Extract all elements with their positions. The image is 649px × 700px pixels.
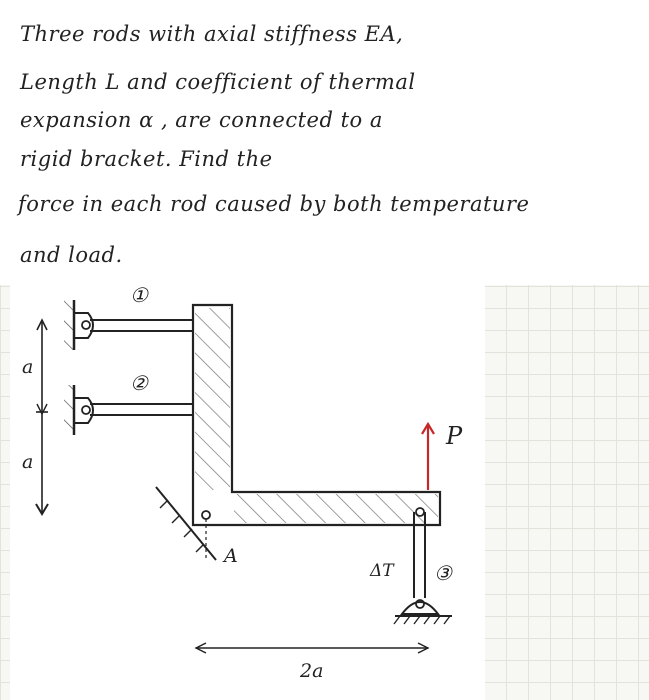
delta-t-label: ΔT xyxy=(369,561,395,581)
rod-label-2: ② xyxy=(130,371,149,395)
horizontal-dimension xyxy=(194,642,430,654)
load-P-label: P xyxy=(445,422,463,450)
rod-3 xyxy=(393,507,452,625)
wall-support-rod-1 xyxy=(64,300,94,350)
rod-2-number: ② xyxy=(130,371,149,395)
rod-3-number: ③ xyxy=(434,561,453,585)
rod-1-number: ① xyxy=(130,283,149,307)
rod-2 xyxy=(90,403,208,416)
problem-line-3: expansion α , are connected to a xyxy=(20,108,383,132)
dimension-a-bottom: a xyxy=(22,451,33,473)
point-A-label: A xyxy=(222,545,238,567)
text-panel xyxy=(0,0,649,285)
problem-line-1: Three rods with axial stiffness EA, xyxy=(20,22,404,46)
rod-1 xyxy=(90,319,208,332)
load-arrow-P xyxy=(421,421,435,490)
rod-label-1: ① xyxy=(130,283,149,307)
rod-label-3: ③ xyxy=(434,561,453,585)
length-2a-label: 2a xyxy=(299,660,323,682)
problem-line-5: force in each rod caused by both tempera… xyxy=(18,192,530,216)
rigid-bracket xyxy=(191,303,442,527)
problem-line-4: rigid bracket. Find the xyxy=(20,147,273,171)
dimension-a-top: a xyxy=(22,356,33,378)
wall-support-rod-2 xyxy=(64,385,94,435)
vertical-dimension xyxy=(35,318,49,516)
pin-support-A xyxy=(155,486,217,561)
problem-line-6: and load. xyxy=(20,243,123,267)
problem-line-2: Length L and coefficient of thermal xyxy=(20,70,416,94)
